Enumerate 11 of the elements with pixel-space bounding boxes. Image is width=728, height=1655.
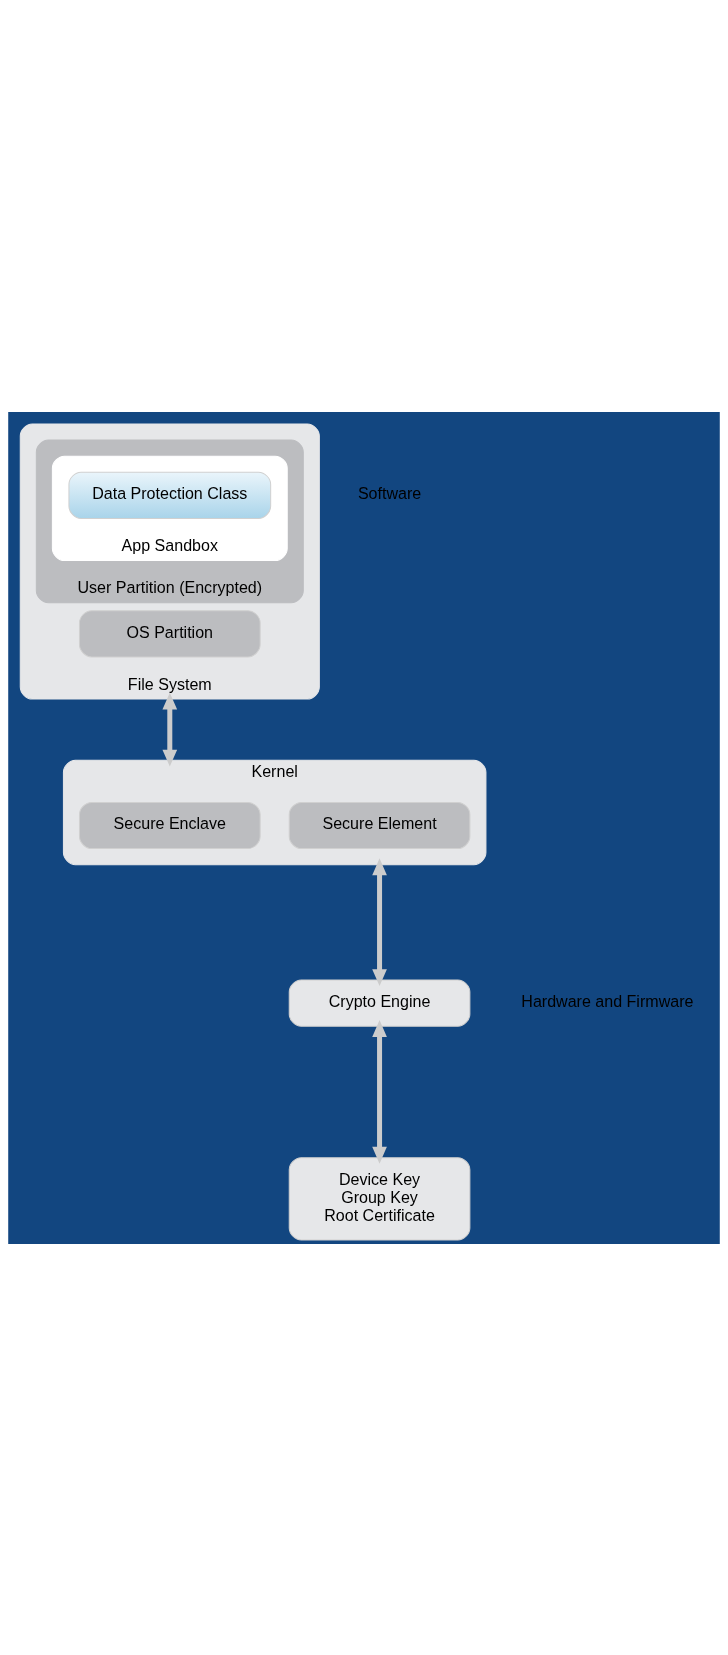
arrow <box>162 692 178 767</box>
arrow <box>372 857 387 986</box>
node-box: OS Partition <box>78 609 261 657</box>
node-box: Secure Element <box>288 801 471 849</box>
node-box: Device Key Group Key Root Certificate <box>288 1156 471 1240</box>
label: Hardware and Firmware <box>521 991 694 1010</box>
node-box: Crypto Engine <box>288 979 471 1027</box>
arrow <box>372 1019 387 1164</box>
node-box: Data Protection Class <box>68 471 272 519</box>
label: Software <box>357 483 422 502</box>
node-box: Secure Enclave <box>78 801 261 849</box>
